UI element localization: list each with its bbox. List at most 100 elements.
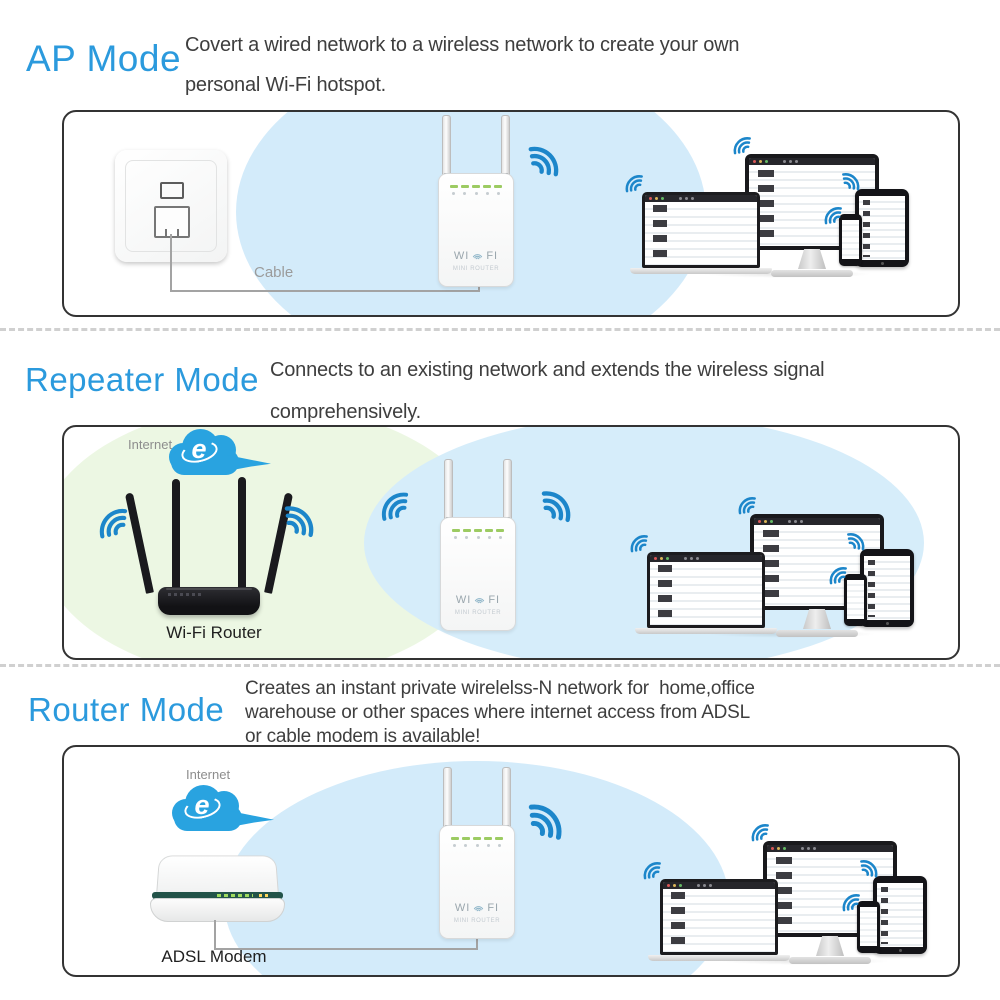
smartphone [844,574,867,626]
brand-logo: WI FI [439,250,513,262]
tablet [860,549,914,627]
brand-left: WI [455,594,472,606]
wifi-icon [475,597,485,603]
wifi-router-device [124,477,294,625]
wifi-signal-icon [381,492,409,521]
cable-label: Cable [254,264,294,281]
phone-screen [847,580,864,619]
brand-right: FI [488,594,501,606]
device-cluster [643,824,940,965]
model-label: MINI ROUTER [454,610,502,616]
repeater-mode-title: Repeater Mode [25,361,259,399]
repeater-body: WI FI MINI ROUTER [439,825,515,939]
product-thumbnails [775,857,793,926]
computer-glyph-icon [160,182,184,199]
wifi-signal-icon [528,804,562,840]
cable-line [170,290,480,292]
browser-e-logo: e [187,790,217,820]
product-thumbnails [652,204,668,260]
wifi-signal-icon [643,862,661,880]
description-line: warehouse or other spaces where internet… [245,702,751,723]
monitor-base [789,957,871,964]
repeater-mode-description: Connects to an existing network and exte… [270,349,825,433]
model-label: MINI ROUTER [452,266,500,272]
wifi-signal-icon [625,175,643,193]
wifi-signal-icon [860,860,878,878]
cloud-tail [227,455,271,471]
adsl-modem-label: ADSL Modem [161,947,267,966]
antenna [444,459,453,523]
adsl-modem-device [150,852,285,922]
monitor-stand [798,249,826,269]
smartphone [857,901,880,953]
wifi-signal-icon [751,824,769,842]
antenna [442,115,451,179]
tablet-screen [864,556,910,620]
product-thumbnails [762,530,780,599]
wifi-signal-icon [738,497,756,515]
tablet-screen [877,883,923,947]
laptop-screen [660,879,778,955]
laptop [635,552,777,634]
section-divider [0,328,1000,331]
wifi-repeater-device: WI FI MINI ROUTER [440,459,516,631]
description-line: comprehensively. [270,401,421,423]
browser-bar [663,882,775,889]
router-mode-description: Creates an instant private wirelelss-N n… [245,677,755,749]
antenna [501,115,510,179]
laptop-keyboard-base [635,628,777,634]
led-labels [454,536,502,539]
laptop-keyboard-base [648,955,790,961]
browser-bar [749,158,875,165]
internet-label: Internet [186,767,231,782]
laptop [630,192,772,274]
internet-cloud-icon: e [169,429,271,481]
wifi-signal-icon [824,207,842,225]
led-labels [452,192,500,195]
browser-bar [645,195,757,202]
router-mode-diagram-panel: Internet e ADSL Modem WI [62,745,960,977]
wifi-repeater-device: WI FI MINI ROUTER [438,115,514,287]
cloud-tail [230,811,274,827]
repeater-mode-diagram-panel: Internet e Wi-Fi Router [62,425,960,660]
antenna [238,477,246,591]
cable-line [214,948,478,950]
modem-base [150,898,285,922]
wifi-signal-icon [842,173,860,191]
wifi-signal-icon [842,894,860,912]
product-thumbnails [657,564,673,620]
description-line: Connects to an existing network and exte… [270,359,825,381]
wifi-signal-icon [284,506,314,538]
ap-mode-title: AP Mode [26,37,182,79]
antenna [502,767,511,831]
brand-right: FI [487,902,500,914]
wifi-signal-icon [733,137,751,155]
tablet-screen [859,196,905,260]
wifi-router-label: Wi-Fi Router [166,623,262,642]
ap-mode-diagram-panel: Cable WI FI MINI ROUTER [62,110,960,317]
repeater-body: WI FI MINI ROUTER [438,173,514,287]
model-label: MINI ROUTER [453,918,501,924]
brand-right: FI [486,250,499,262]
led-indicators [450,185,502,188]
cable-line [170,234,172,292]
antenna [172,479,180,591]
laptop-screen [647,552,765,628]
monitor-stand [816,936,844,956]
antenna [503,459,512,523]
browser-bar [767,845,893,852]
brand-logo: WI FI [441,594,515,606]
description-line: Creates an instant private wirelelss-N n… [245,678,755,699]
cable-line [478,284,480,292]
monitor-base [776,630,858,637]
smartphone [839,214,862,266]
internet-label: Internet [128,437,173,452]
product-thumbnails [757,170,775,239]
browser-bar [650,555,762,562]
wifi-signal-icon [99,508,128,539]
brand-logo: WI FI [440,902,514,914]
tablet [873,876,927,954]
modem-led-strip [152,892,283,899]
browser-bar [754,518,880,525]
wifi-signal-icon [528,146,559,177]
